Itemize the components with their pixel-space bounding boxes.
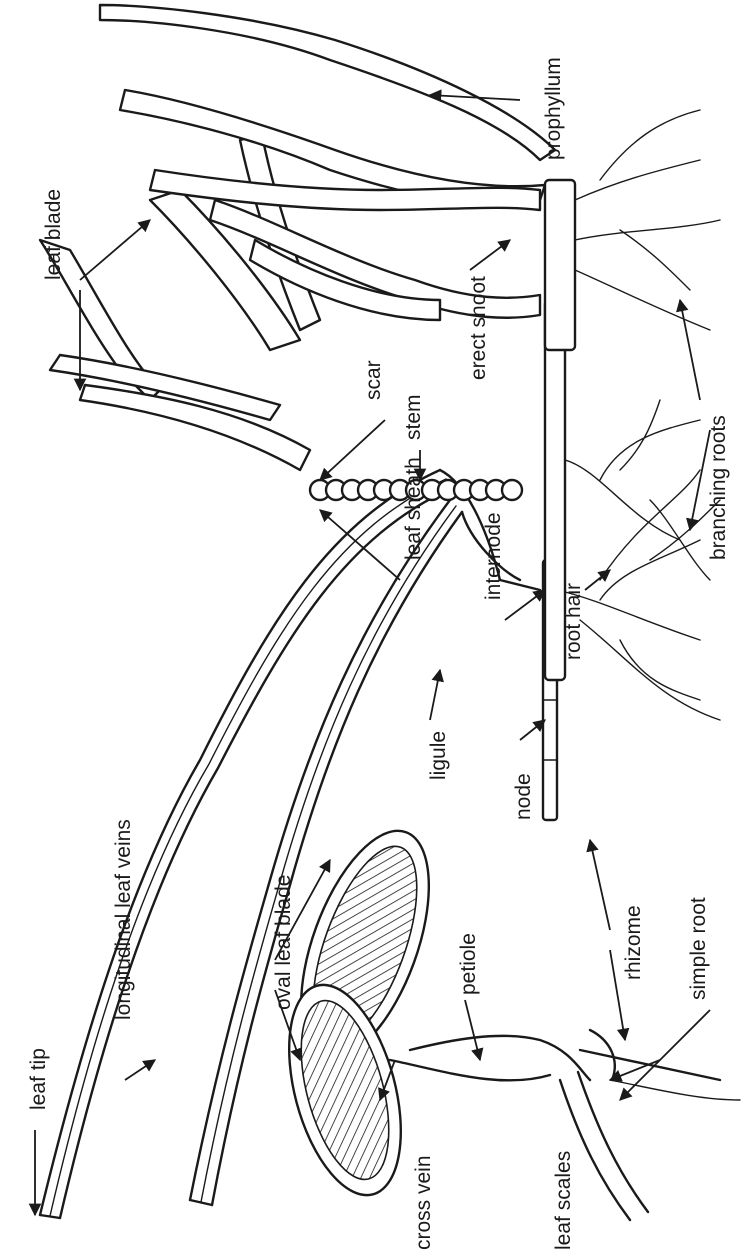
- label-simple-root: simple root: [687, 897, 710, 1000]
- label-stem: stem: [402, 394, 425, 440]
- label-leaf-blade: leaf blade: [42, 189, 65, 280]
- label-leaf-sheath: leaf sheath: [402, 457, 425, 560]
- label-longitudinal-leaf-veins: longitudinal leaf veins: [112, 819, 135, 1020]
- label-scar: scar: [362, 360, 385, 400]
- label-leaf-scales: leaf scales: [552, 1151, 575, 1250]
- erect-shoot-plant: [100, 5, 720, 350]
- label-internode: internode: [482, 512, 505, 600]
- label-oval-leaf-blade: oval leaf blade: [272, 875, 295, 1010]
- oval-leaf-plant: [269, 814, 740, 1220]
- label-rhizome: rhizome: [622, 905, 645, 980]
- label-node: node: [512, 773, 535, 820]
- label-branching-roots: branching roots: [707, 415, 730, 560]
- label-root-hair: root hair: [562, 583, 585, 660]
- label-ligule: ligule: [427, 731, 450, 780]
- scarred-stem-plant: [40, 135, 710, 680]
- label-petiole: petiole: [457, 933, 480, 995]
- label-leaf-tip: leaf tip: [27, 1048, 50, 1110]
- label-prophyllum: prophyllum: [542, 57, 565, 160]
- label-erect-shoot: erect shoot: [467, 276, 490, 380]
- label-cross-vein: cross vein: [412, 1155, 435, 1250]
